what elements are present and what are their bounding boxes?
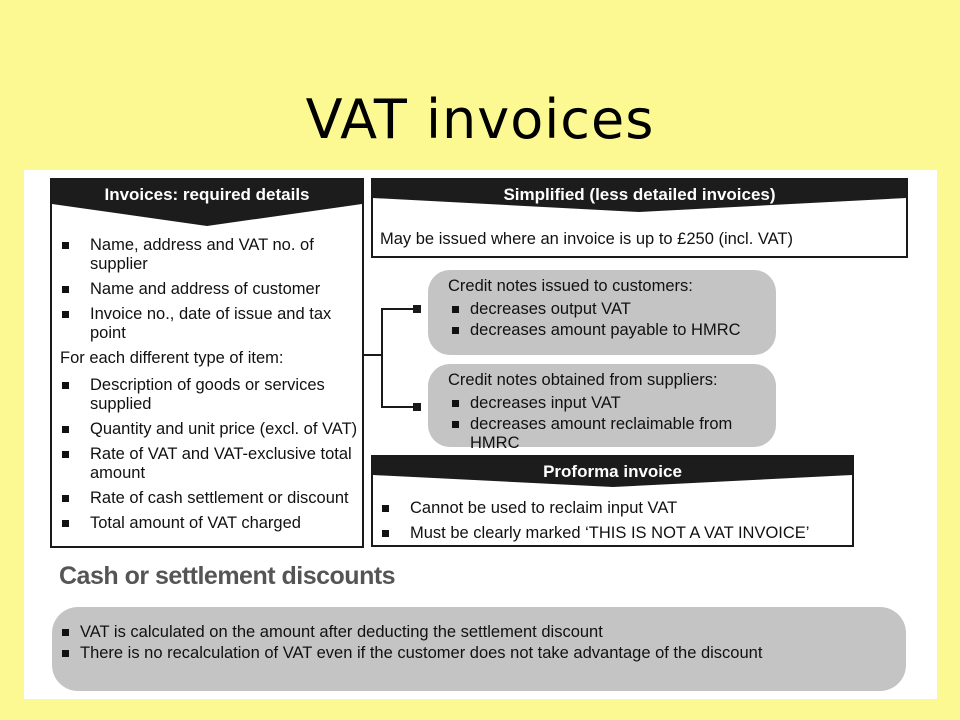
required-details-box — [50, 178, 364, 548]
cash-discount-item-text: VAT is calculated on the amount after de… — [80, 623, 603, 641]
bullet-square-icon — [452, 400, 459, 407]
connector-vertical — [381, 308, 383, 408]
credit-notes-suppliers-list: decreases input VAT decreases amount recl… — [448, 394, 762, 453]
connector-top-branch — [381, 308, 417, 310]
required-detail-item: Quantity and unit price (excl. of VAT) — [54, 420, 360, 439]
proforma-list: Cannot be used to reclaim input VAT Must … — [374, 499, 850, 543]
cash-discount-item: VAT is calculated on the amount after de… — [58, 623, 894, 642]
cash-discounts-list: VAT is calculated on the amount after de… — [58, 623, 894, 663]
proforma-item-text: Cannot be used to reclaim input VAT — [410, 499, 678, 517]
bullet-square-icon — [62, 242, 69, 249]
bullet-square-icon — [62, 426, 69, 433]
cash-discounts-title: Cash or settlement discounts — [59, 562, 396, 590]
bullet-square-icon — [62, 286, 69, 293]
required-detail-item: Name, address and VAT no. of supplier — [54, 236, 360, 274]
bullet-square-icon — [382, 530, 389, 537]
required-detail-item: Invoice no., date of issue and tax point — [54, 305, 360, 343]
required-detail-item: Rate of cash settlement or discount — [54, 489, 360, 508]
bullet-square-icon — [62, 451, 69, 458]
credit-notes-customers-title: Credit notes issued to customers: — [448, 277, 693, 295]
bullet-square-icon — [452, 327, 459, 334]
slide-title: VAT invoices — [305, 88, 655, 151]
required-detail-item: Name and address of customer — [54, 280, 360, 299]
bullet-square-icon — [62, 382, 69, 389]
bullet-square-icon — [62, 311, 69, 318]
connector-top-arrowhead — [413, 305, 421, 313]
connector-horizontal — [364, 354, 382, 356]
credit-suppliers-item-text: decreases amount reclaimable from HMRC — [470, 415, 733, 452]
proforma-header-bg — [373, 457, 852, 487]
proforma-item-text: Must be clearly marked ‘THIS IS NOT A VA… — [410, 524, 810, 542]
required-detail-item-text: Name and address of customer — [90, 280, 321, 298]
required-detail-item: Rate of VAT and VAT-exclusive total amou… — [54, 445, 360, 483]
proforma-body: Cannot be used to reclaim input VAT Must … — [374, 499, 850, 549]
cash-discount-item: There is no recalculation of VAT even if… — [58, 644, 894, 663]
credit-notes-suppliers-title: Credit notes obtained from suppliers: — [448, 371, 718, 389]
credit-customers-item: decreases output VAT — [448, 300, 762, 319]
credit-suppliers-item: decreases amount reclaimable from HMRC — [448, 415, 762, 453]
cash-discounts-box: VAT is calculated on the amount after de… — [52, 607, 906, 691]
required-subheading: For each different type of item: — [60, 349, 284, 367]
bullet-square-icon — [62, 629, 69, 636]
cash-discount-item-text: There is no recalculation of VAT even if… — [80, 644, 763, 662]
bullet-square-icon — [62, 520, 69, 527]
credit-suppliers-item-text: decreases input VAT — [470, 394, 621, 412]
credit-customers-item: decreases amount payable to HMRC — [448, 321, 762, 340]
required-detail-item-text: Invoice no., date of issue and tax point — [90, 305, 332, 342]
connector-bottom-arrowhead — [413, 403, 421, 411]
proforma-item: Must be clearly marked ‘THIS IS NOT A VA… — [374, 524, 850, 543]
simplified-text: May be issued where an invoice is up to … — [380, 230, 794, 248]
bullet-square-icon — [452, 306, 459, 313]
required-details-header-bg — [52, 180, 362, 226]
required-details-header: Invoices: required details — [104, 185, 310, 204]
required-detail-item: Total amount of VAT charged — [54, 514, 360, 533]
bullet-square-icon — [62, 650, 69, 657]
required-detail-item-text: Rate of VAT and VAT-exclusive total amou… — [90, 445, 352, 482]
bullet-square-icon — [382, 505, 389, 512]
bullet-square-icon — [62, 495, 69, 502]
required-list-b: Description of goods or services supplie… — [54, 376, 360, 533]
required-detail-item-text: Rate of cash settlement or discount — [90, 489, 349, 507]
connector-bottom-branch — [381, 406, 417, 408]
proforma-item: Cannot be used to reclaim input VAT — [374, 499, 850, 518]
credit-customers-item-text: decreases amount payable to HMRC — [470, 321, 741, 339]
credit-customers-item-text: decreases output VAT — [470, 300, 631, 318]
required-detail-item-text: Quantity and unit price (excl. of VAT) — [90, 420, 358, 438]
bullet-square-icon — [452, 421, 459, 428]
required-detail-item-text: Description of goods or services supplie… — [90, 376, 325, 413]
required-detail-item: Description of goods or services supplie… — [54, 376, 360, 414]
credit-notes-suppliers-box: Credit notes obtained from suppliers: de… — [428, 364, 776, 452]
required-detail-item-text: Name, address and VAT no. of supplier — [90, 236, 314, 273]
credit-suppliers-item: decreases input VAT — [448, 394, 762, 413]
credit-notes-customers-list: decreases output VAT decreases amount pay… — [448, 300, 762, 340]
required-detail-item-text: Total amount of VAT charged — [90, 514, 301, 532]
credit-notes-customers-box: Credit notes issued to customers: decrea… — [428, 270, 776, 355]
simplified-header: Simplified (less detailed invoices) — [503, 185, 776, 204]
simplified-header-bg — [373, 180, 906, 212]
proforma-header: Proforma invoice — [543, 462, 682, 481]
